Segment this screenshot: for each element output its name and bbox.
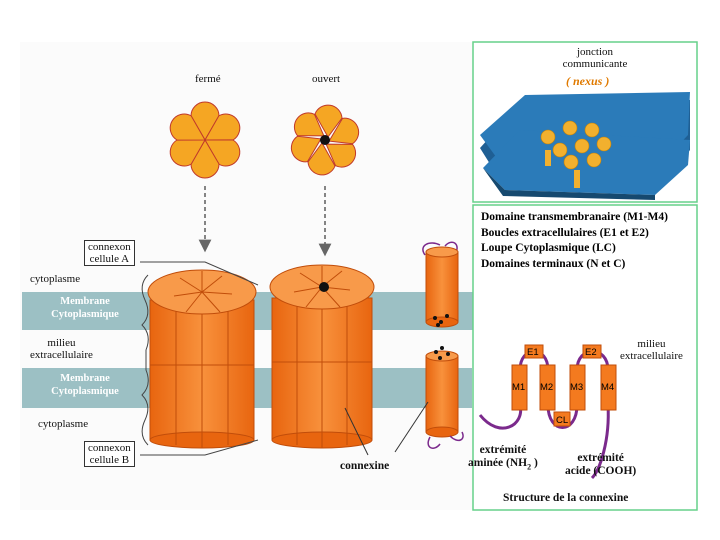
segment-label-m1: M1 [512, 382, 525, 393]
connexon-closed [147, 269, 257, 449]
flower-petal [328, 117, 360, 145]
legend-item: Domaines terminaux (N et C) [481, 257, 626, 270]
loop-label-e1: E1 [527, 347, 539, 358]
connexin-label: connexine [340, 460, 390, 472]
segment-label-m2: M2 [540, 382, 553, 393]
connexin-single-bottom [425, 346, 464, 449]
flower-petal [190, 101, 220, 141]
structure-legend: Domaine transmembranaire (M1-M4) Boucles… [481, 210, 668, 272]
label-ouvert: ouvert [312, 73, 341, 85]
connexin-structure [478, 344, 617, 480]
flower-petal [314, 104, 343, 138]
loop-label-e2: E2 [585, 347, 597, 358]
flower-petal [325, 143, 357, 168]
nexus-icon [480, 92, 690, 200]
curly-brace-bottom [141, 360, 149, 446]
segment-label-m3: M3 [570, 382, 583, 393]
loop-label-cl: CL [556, 415, 568, 426]
connexin-single-top [422, 241, 459, 328]
segment-label-m4: M4 [601, 382, 614, 393]
curly-brace-top [141, 274, 149, 360]
legend-item: Domaine transmembranaire (M1-M4) [481, 211, 668, 223]
connexon-open [269, 264, 375, 449]
flower-petal [307, 142, 336, 176]
cytoplasm-top-label: cytoplasme [30, 273, 81, 285]
flower-petal [290, 135, 322, 163]
flower-petal [190, 139, 220, 179]
amine-end-label: extrémité aminée (NH2 ) [468, 444, 538, 471]
flower-petal [204, 139, 241, 167]
connexon-b-bracket [140, 439, 259, 456]
connexin-pointer-1 [344, 407, 369, 456]
flower-petal [169, 113, 206, 141]
nexus-subtitle: ( nexus ) [566, 74, 610, 88]
flower-petal [169, 139, 206, 167]
connexin-pointer-2 [394, 401, 429, 453]
structure-caption: Structure de la connexine [503, 492, 629, 504]
flower-petal [204, 113, 241, 141]
connexon-a-bracket [140, 261, 259, 286]
legend-item: Boucles extracellulaires (E1 et E2) [481, 226, 649, 239]
flower-closed-icon [169, 101, 241, 179]
label-ferme: fermé [195, 73, 221, 85]
flower-petal [293, 112, 325, 137]
cytoplasm-bottom-label: cytoplasme [38, 418, 89, 430]
legend-item: Loupe Cytoplasmique (LC) [481, 242, 616, 255]
flower-open-icon [290, 104, 360, 176]
